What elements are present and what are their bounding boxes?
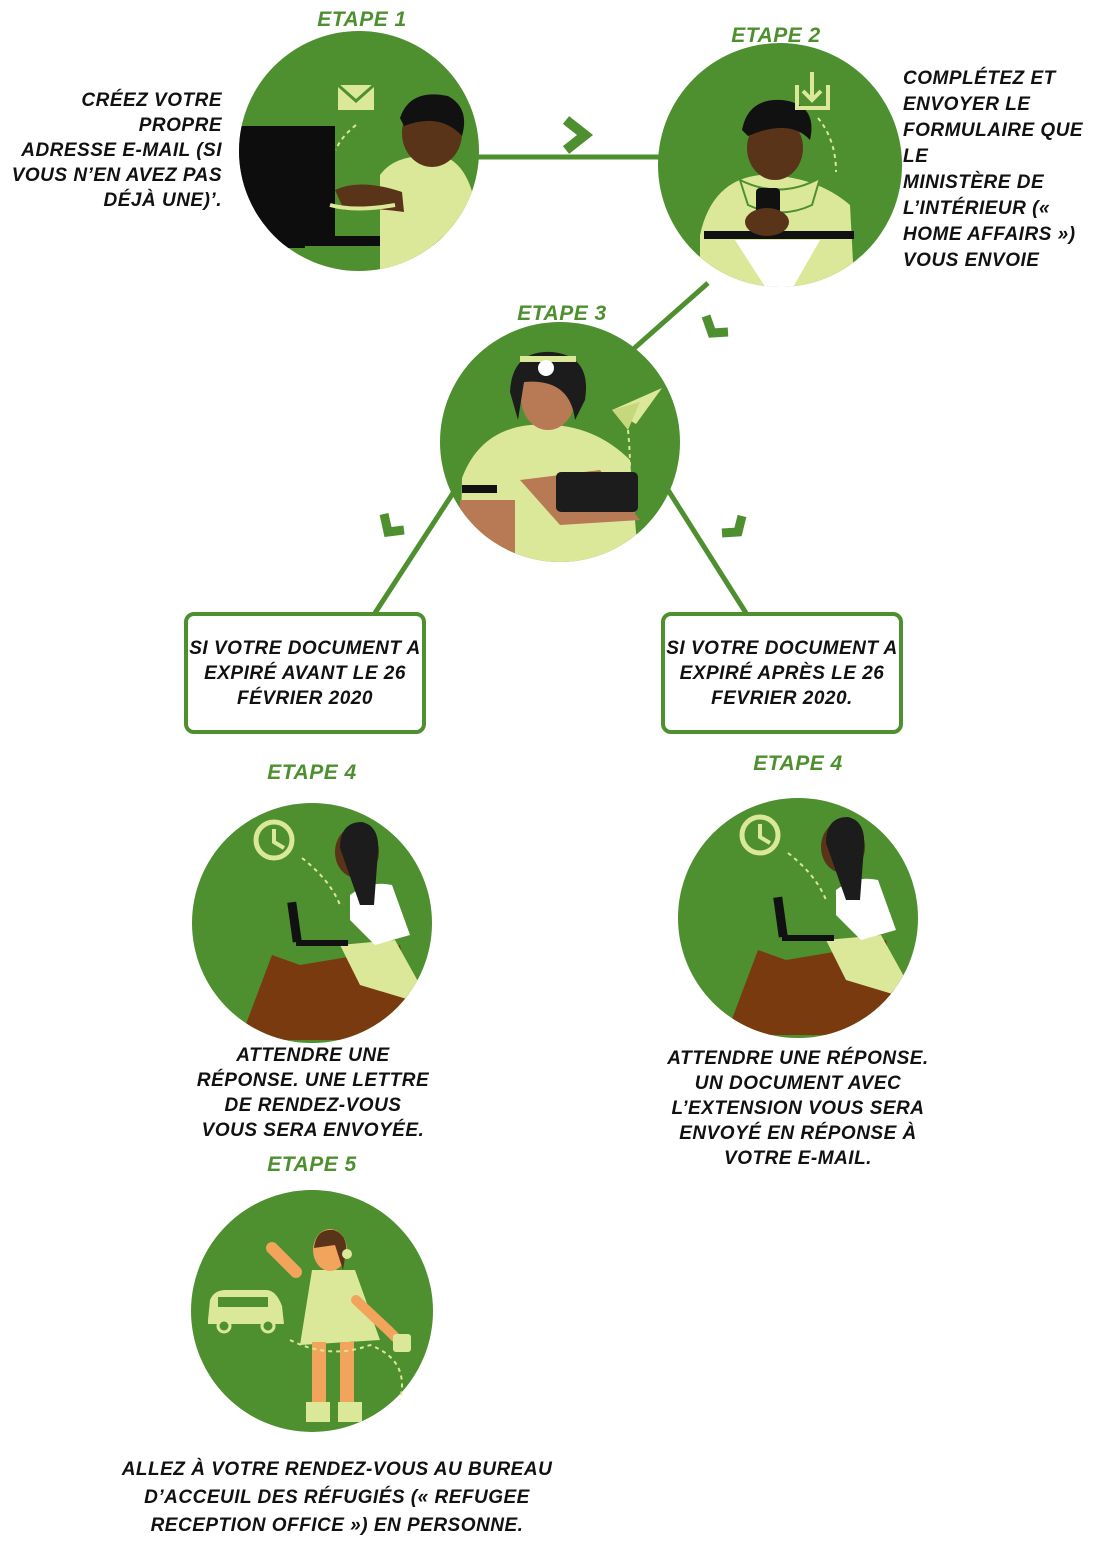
step2-text: COMPLÉTEZ ET ENVOYER LE FORMULAIRE QUE L… xyxy=(903,66,1103,274)
step1-illustration xyxy=(215,31,479,280)
step2-illustration xyxy=(658,43,902,310)
arrow-right-icon xyxy=(566,120,585,150)
step3-illustration xyxy=(440,322,680,580)
arrow-down-left-icon xyxy=(706,316,728,333)
step4-right-text: ATTENDRE UNE RÉPONSE. UN DOCUMENT AVEC L… xyxy=(658,1046,938,1171)
step2-title: ETAPE 2 xyxy=(696,24,856,48)
step4-left-illustration xyxy=(192,803,432,1043)
branch-right-box: SI VOTRE DOCUMENT A EXPIRÉ APRÈS LE 26 F… xyxy=(661,612,903,734)
step4-right-illustration xyxy=(678,798,918,1038)
step1-text: CRÉEZ VOTRE PROPRE ADRESSE E-MAIL (SI VO… xyxy=(0,88,222,213)
step4-right-title: ETAPE 4 xyxy=(718,752,878,776)
arrow-down-right-icon xyxy=(722,516,742,533)
step5-illustration xyxy=(191,1190,433,1432)
branch-left-text: SI VOTRE DOCUMENT A EXPIRÉ AVANT LE 26 F… xyxy=(189,636,421,711)
step4-left-text: ATTENDRE UNE RÉPONSE. UNE LETTRE DE REND… xyxy=(182,1043,444,1143)
step1-title: ETAPE 1 xyxy=(282,8,442,32)
arrow-down-left-icon xyxy=(384,514,404,532)
branch-right-text: SI VOTRE DOCUMENT A EXPIRÉ APRÈS LE 26 F… xyxy=(666,636,898,711)
branch-left-box: SI VOTRE DOCUMENT A EXPIRÉ AVANT LE 26 F… xyxy=(184,612,426,734)
step5-title: ETAPE 5 xyxy=(232,1153,392,1177)
step5-text: ALLEZ À VOTRE RENDEZ-VOUS AU BUREAU D’AC… xyxy=(112,1456,562,1540)
envelope-icon xyxy=(338,85,374,110)
step4-left-title: ETAPE 4 xyxy=(232,761,392,785)
step3-title: ETAPE 3 xyxy=(482,302,642,326)
connector-step3-left xyxy=(375,490,455,613)
connector-step3-right xyxy=(668,490,746,613)
